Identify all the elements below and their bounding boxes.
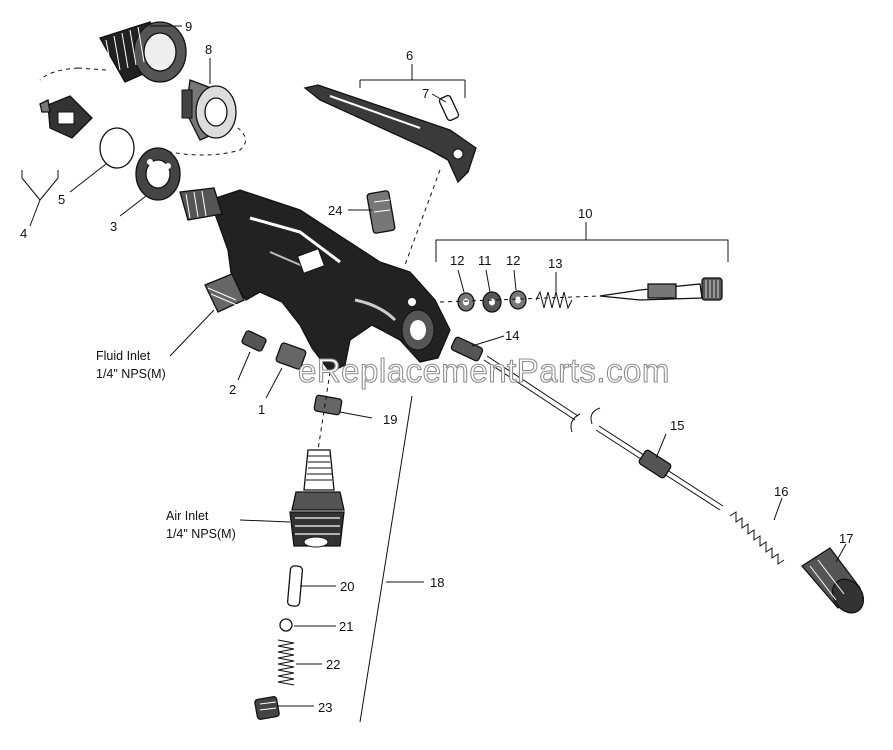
fluid-inlet-line1: Fluid Inlet (96, 349, 151, 363)
callout-3: 3 (110, 219, 117, 234)
part-4-fluid-nozzle (39, 95, 93, 139)
part-9-retaining-ring (99, 21, 187, 83)
callout-16: 16 (774, 484, 788, 499)
callout-15: 15 (670, 418, 684, 433)
callout-2: 2 (229, 382, 236, 397)
part-10-valve-stem (599, 277, 723, 301)
part-8-air-cap (181, 79, 237, 141)
callout-14: 14 (505, 328, 519, 343)
callout-22: 22 (326, 657, 340, 672)
callout-8: 8 (205, 42, 212, 57)
callout-12b: 12 (506, 253, 520, 268)
callout-12a: 12 (450, 253, 464, 268)
part-16-spring (729, 511, 785, 565)
callout-6: 6 (406, 48, 413, 63)
callout-9: 9 (185, 19, 192, 34)
part-24-bushing (366, 190, 396, 234)
part-19-nut (313, 394, 343, 416)
callout-24: 24 (328, 203, 342, 218)
callout-7: 7 (422, 86, 429, 101)
callout-21: 21 (339, 619, 353, 634)
callout-1: 1 (258, 402, 265, 417)
part-22-spring (277, 639, 295, 686)
dashed-group-outline (39, 67, 246, 156)
gun-body (179, 187, 451, 373)
callout-11: 11 (478, 253, 492, 268)
dashed-line-valve (439, 295, 601, 303)
part-15-needle-collar (638, 449, 672, 479)
callout-4: 4 (20, 226, 27, 241)
dashed-line-trigger (404, 169, 441, 266)
part-2-nut (241, 330, 267, 352)
part-14-packing-nut (450, 336, 484, 362)
part-17-adjusting-knob (801, 547, 865, 614)
air-inlet-line2: 1/4" NPS(M) (166, 527, 236, 541)
leader-lines (21, 25, 847, 723)
part-23-plug (254, 696, 280, 720)
callout-23: 23 (318, 700, 332, 715)
part-21-ball (279, 618, 293, 632)
callout-13: 13 (548, 256, 562, 271)
callout-18: 18 (430, 575, 444, 590)
part-3-baffle (135, 147, 181, 201)
callout-5: 5 (58, 192, 65, 207)
callout-numbers: 9 8 6 7 5 3 4 24 10 12 11 12 13 14 2 1 1… (20, 19, 853, 715)
air-inlet-fitting (289, 449, 345, 548)
part-12a-washer (457, 292, 475, 312)
air-inlet-line1: Air Inlet (166, 509, 209, 523)
part-1-nut (275, 342, 307, 370)
part-20-valve-stem (286, 565, 304, 607)
fluid-inlet-label: Fluid Inlet 1/4" NPS(M) (96, 349, 166, 381)
part-12b-washer (509, 290, 527, 310)
part-7-trigger-pin (438, 94, 460, 122)
watermark: eReplacementParts.com (298, 352, 670, 389)
part-11-packing (482, 291, 502, 313)
callout-17: 17 (839, 531, 853, 546)
dashed-line-air (317, 371, 331, 451)
callout-19: 19 (383, 412, 397, 427)
callout-10: 10 (578, 206, 592, 221)
callout-20: 20 (340, 579, 354, 594)
part-6-trigger (303, 84, 477, 184)
part-13-spring (535, 290, 573, 310)
fluid-inlet-line2: 1/4" NPS(M) (96, 367, 166, 381)
air-inlet-label: Air Inlet 1/4" NPS(M) (166, 509, 236, 541)
part-5-gasket (99, 127, 135, 169)
